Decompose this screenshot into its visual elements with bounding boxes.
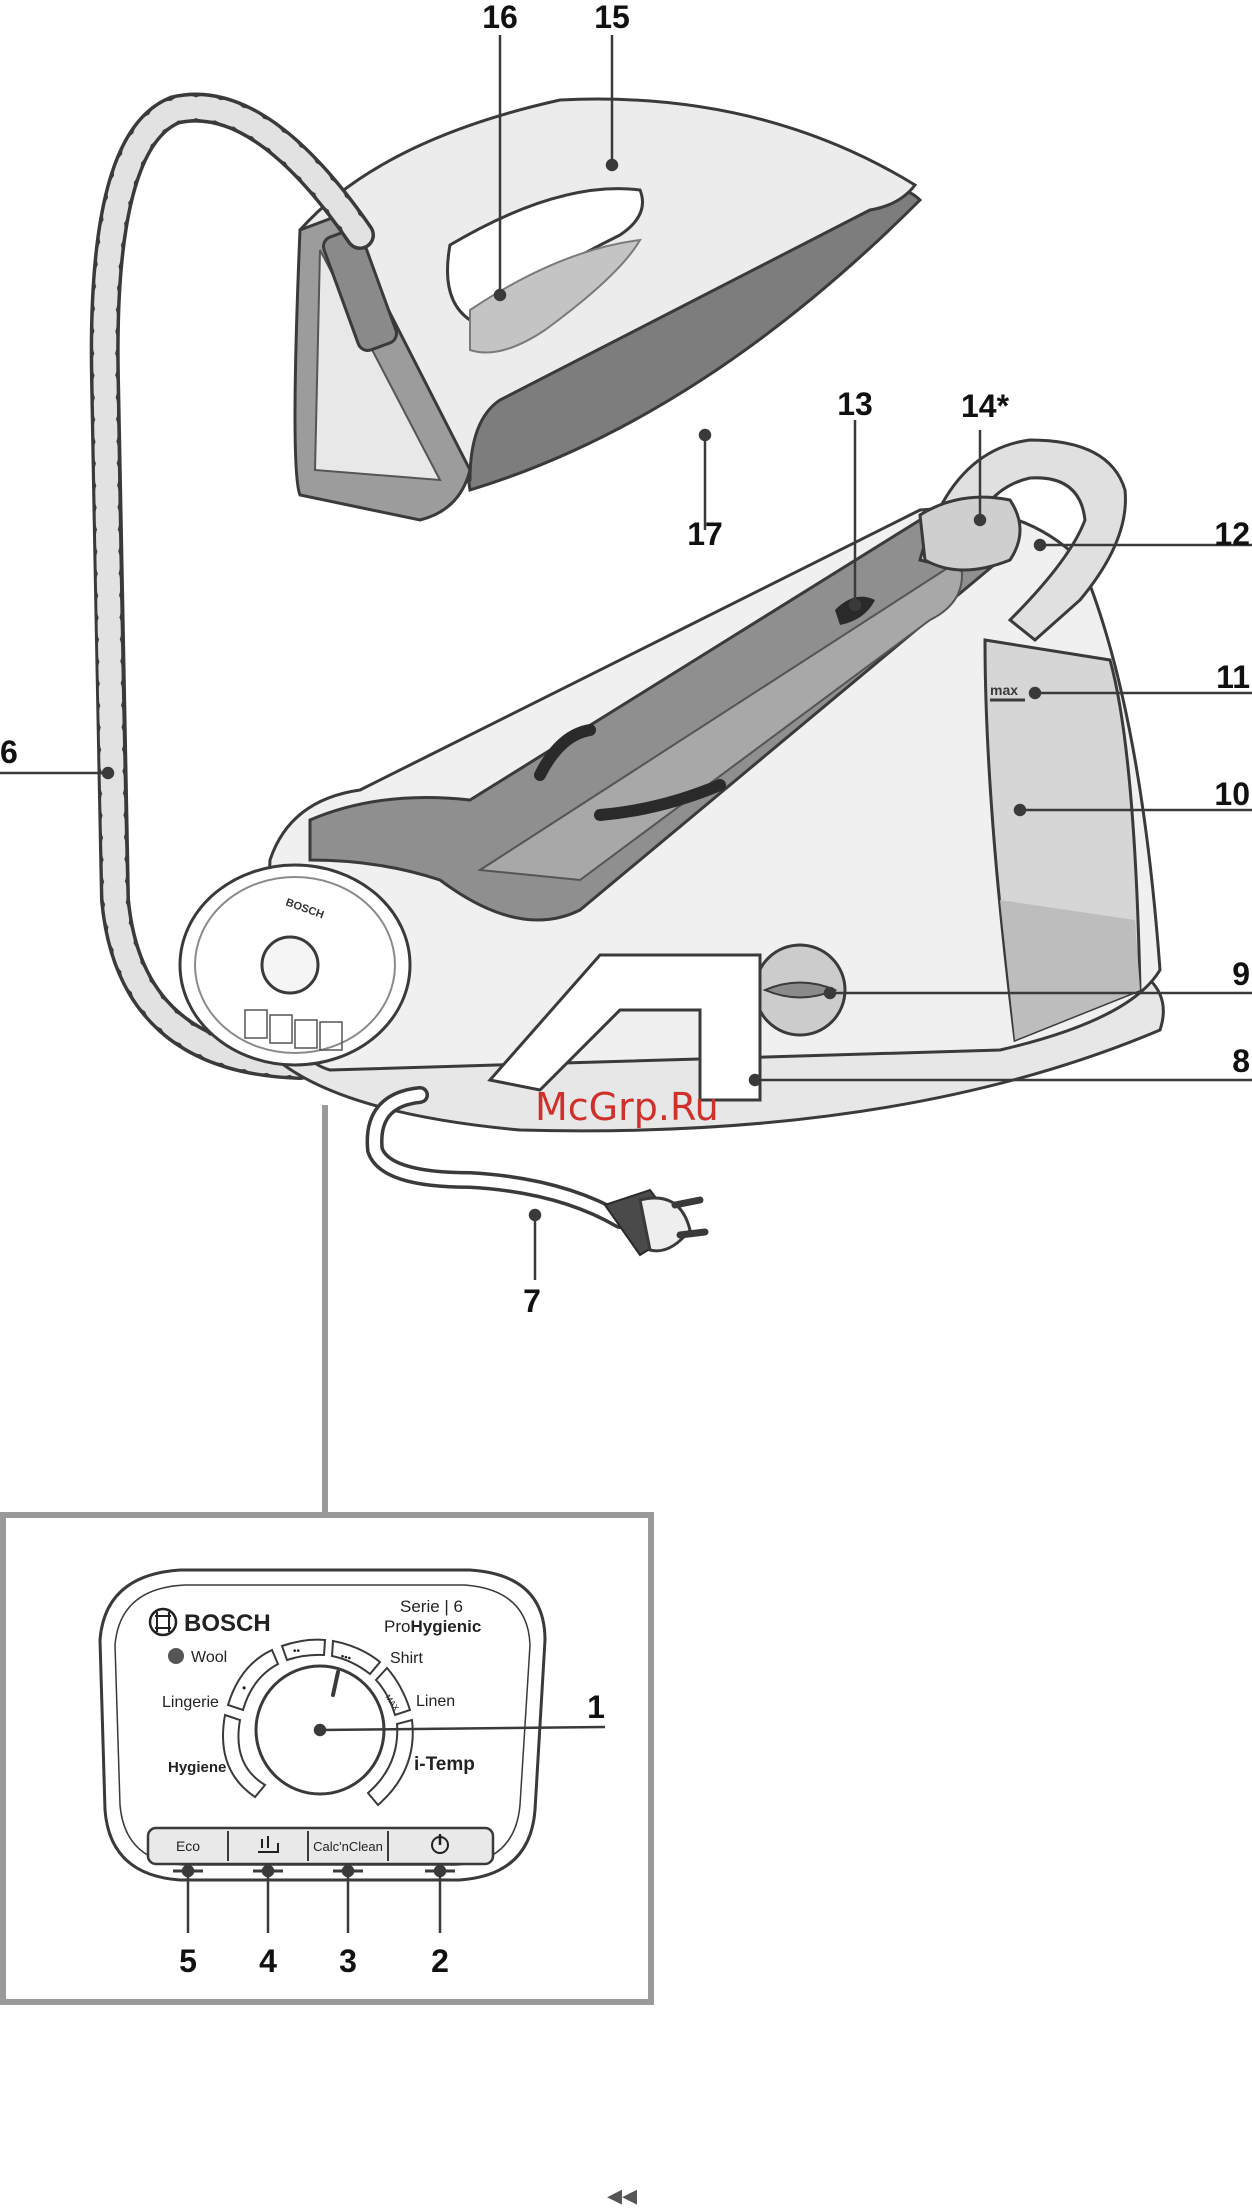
max-fill-mark: max — [990, 682, 1018, 698]
watermark: McGrp.Ru — [535, 1085, 719, 1129]
callout-17: 17 — [687, 516, 723, 552]
callout-13: 13 — [837, 386, 873, 422]
setting-wool: Wool — [191, 1649, 227, 1666]
callout-3: 3 — [339, 1943, 357, 1979]
callout-8: 8 — [1232, 1043, 1250, 1079]
filler-cap — [920, 497, 1020, 570]
panel-model: ProHygienic — [384, 1617, 481, 1636]
callout-1: 1 — [587, 1689, 605, 1725]
mains-plug — [605, 1190, 705, 1255]
calc-n-clean-button-label: Calc'nClean — [313, 1839, 383, 1854]
page-back-icon[interactable]: ◂◂ — [607, 2178, 637, 2211]
callout-15: 15 — [594, 0, 630, 35]
setting-itemp: i-Temp — [414, 1754, 475, 1775]
panel-brand: BOSCH — [184, 1610, 271, 1637]
callout-7: 7 — [523, 1283, 541, 1319]
callout-10: 10 — [1214, 776, 1250, 812]
setting-shirt: Shirt — [390, 1650, 423, 1667]
callout-16: 16 — [482, 0, 518, 35]
setting-lingerie: Lingerie — [162, 1694, 219, 1711]
eco-button-label: Eco — [176, 1838, 200, 1854]
small-temperature-dial — [262, 937, 318, 993]
callout-14: 14* — [961, 388, 1010, 424]
base-station: max BOSCH — [180, 440, 1163, 1131]
setting-linen: Linen — [416, 1693, 455, 1710]
callout-9: 9 — [1232, 956, 1250, 992]
svg-text:•: • — [242, 1681, 246, 1695]
callout-2: 2 — [431, 1943, 449, 1979]
callout-6: 6 — [0, 734, 18, 770]
callout-5: 5 — [179, 1943, 197, 1979]
callout-4: 4 — [259, 1943, 277, 1979]
callout-11: 11 — [1216, 659, 1250, 695]
wool-icon — [168, 1648, 184, 1664]
svg-text:••: •• — [293, 1646, 301, 1657]
callout-12: 12 — [1214, 516, 1250, 552]
panel-series: Serie | 6 — [400, 1597, 463, 1616]
setting-hygiene: Hygiene — [168, 1759, 226, 1776]
